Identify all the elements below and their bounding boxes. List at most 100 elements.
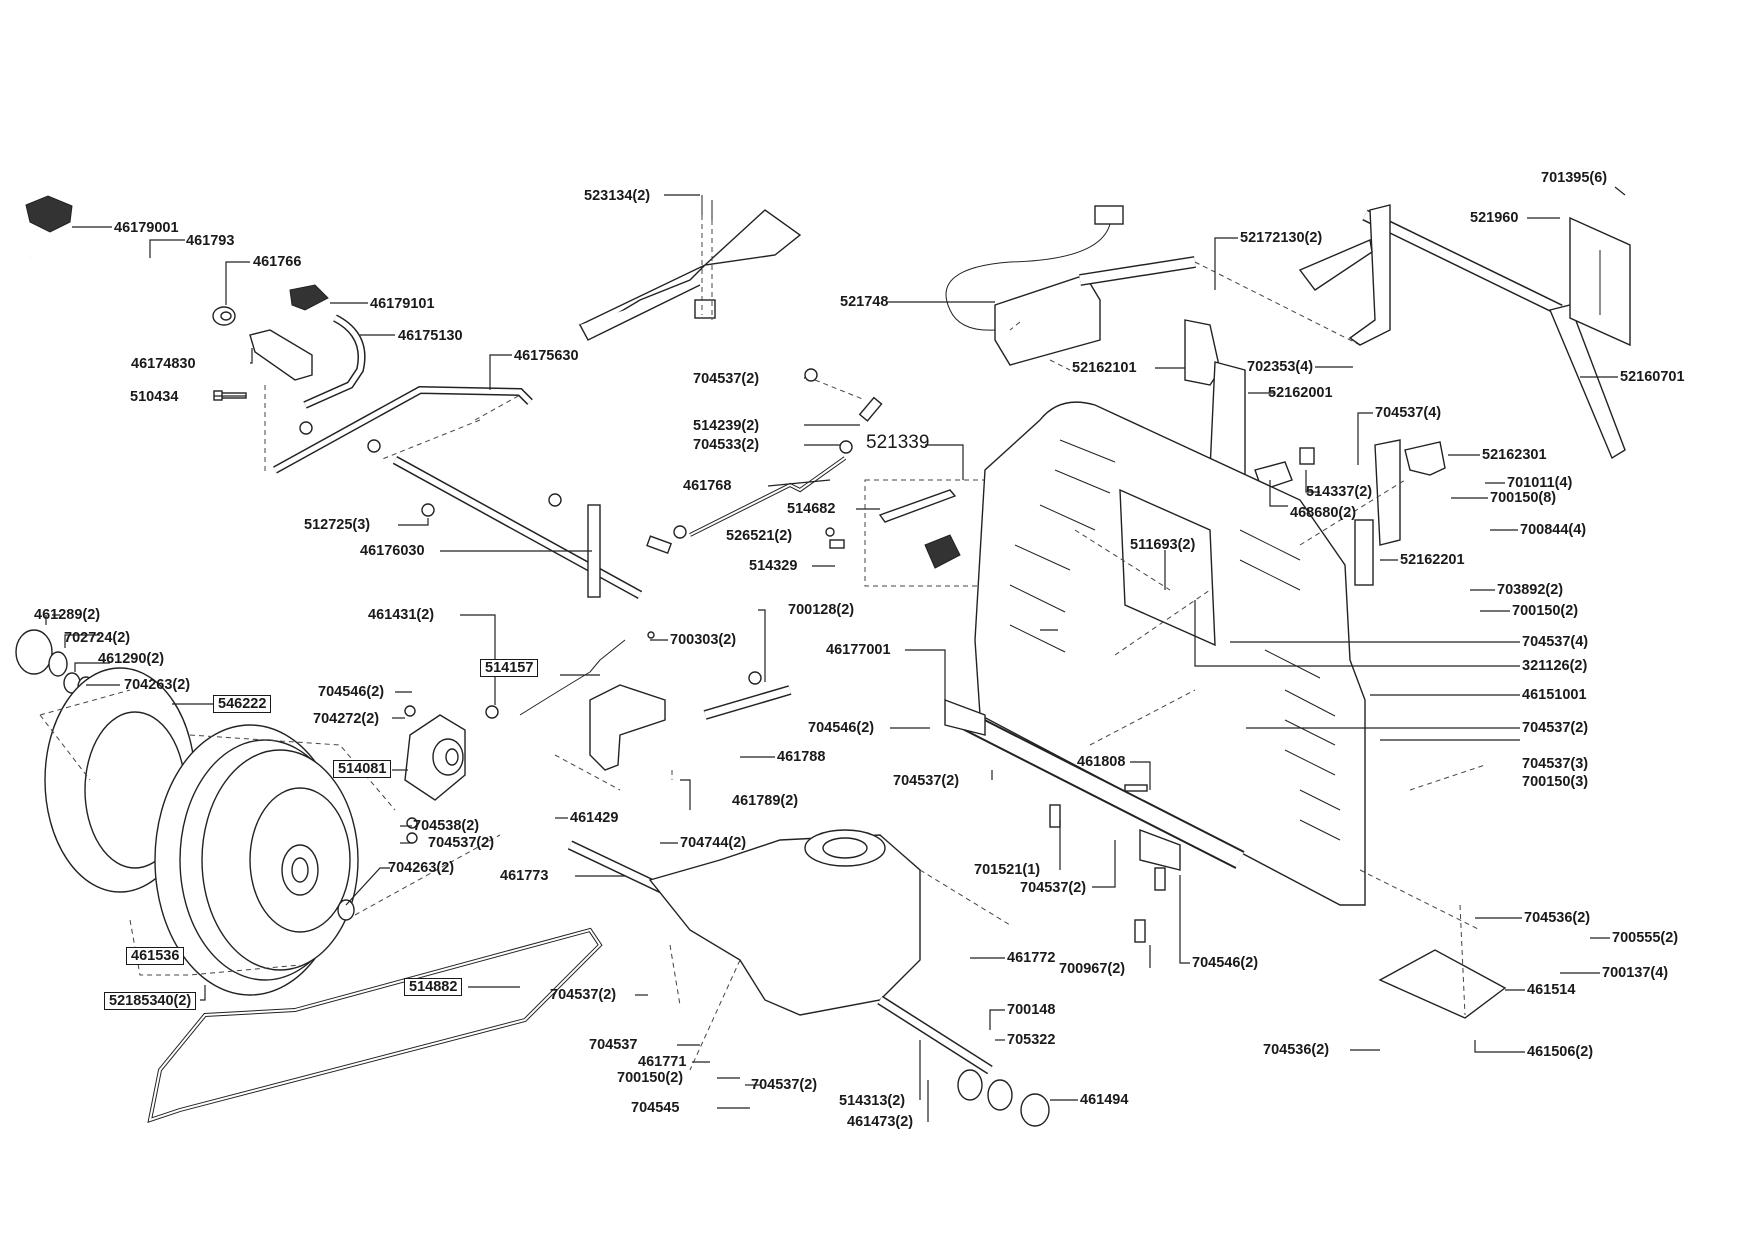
part-label-461514: 461514 (1527, 982, 1576, 998)
part-label-704537-linkage: 704537(2) (693, 371, 760, 387)
part-label-461808: 461808 (1077, 754, 1126, 770)
part-label-46176030: 46176030 (360, 543, 425, 559)
drive-pedal-pad-icon (289, 284, 329, 311)
part-label-461536: 461536 (126, 947, 185, 965)
part-label-704536-bottom: 704536(2) (1263, 1042, 1330, 1058)
part-label-461793: 461793 (186, 233, 235, 249)
nut-icon (548, 368, 853, 539)
bolt-icon (1049, 784, 1166, 943)
part-label-701011: 701011(4) (1507, 475, 1573, 491)
cable-icon (519, 639, 626, 716)
part-label-510434: 510434 (130, 389, 179, 405)
part-label-461789: 461789(2) (732, 793, 799, 809)
part-label-705322: 705322 (1007, 1032, 1056, 1048)
part-label-704545: 704545 (631, 1100, 680, 1116)
pedal-bracket (249, 329, 313, 381)
part-label-521748: 521748 (840, 294, 889, 310)
part-label-514682: 514682 (787, 501, 836, 517)
fender-panel (974, 401, 1366, 906)
part-label-704744: 704744(2) (680, 835, 747, 851)
part-label-704537-3: 704537(3) (1522, 756, 1589, 772)
fender-slots (1009, 439, 1341, 841)
drive-belt-icon (147, 927, 603, 1123)
part-label-514081: 514081 (333, 760, 392, 778)
seat-switch-connector-icon (1094, 205, 1124, 225)
part-label-704546-bearing: 704546(2) (318, 684, 385, 700)
part-label-702353: 702353(4) (1247, 359, 1314, 375)
part-label-514313: 514313(2) (839, 1093, 906, 1109)
part-label-700148: 700148 (1007, 1002, 1056, 1018)
part-label-704537-lower: 704537(2) (751, 1077, 818, 1093)
part-label-461494: 461494 (1080, 1092, 1129, 1108)
part-label-701521: 701521(1) (974, 862, 1041, 878)
part-label-514337: 514337(2) (1306, 484, 1373, 500)
part-label-461771: 461771 (638, 1054, 687, 1070)
part-label-461768: 461768 (683, 478, 732, 494)
part-label-700128: 700128(2) (788, 602, 855, 618)
part-label-52162001: 52162001 (1268, 385, 1333, 401)
part-label-704533: 704533(2) (693, 437, 760, 453)
part-label-700555: 700555(2) (1612, 930, 1679, 946)
part-label-511693: 511693(2) (1130, 537, 1196, 553)
screw-icon (701, 195, 713, 220)
seat-frame (1298, 204, 1626, 460)
pedal-shaft (392, 456, 643, 599)
part-label-46177001: 46177001 (826, 642, 891, 658)
part-label-704263-axle: 704263(2) (388, 860, 455, 876)
part-label-704537-bracket: 704537(4) (1375, 405, 1442, 421)
part-label-704272: 704272(2) (313, 711, 380, 727)
part-label-700150-3: 700150(3) (1522, 774, 1589, 790)
bushing-icon (212, 306, 236, 326)
part-label-704537-frame: 704537(2) (1020, 880, 1087, 896)
part-label-461431: 461431(2) (368, 607, 435, 623)
part-label-704546-axle: 704546(2) (808, 720, 875, 736)
part-label-46175630: 46175630 (514, 348, 579, 364)
part-label-52185340: 52185340(2) (104, 992, 197, 1010)
part-label-461429: 461429 (570, 810, 619, 826)
kit-label-521339: 521339 (866, 432, 930, 453)
transaxle-icon (567, 829, 993, 1075)
part-label-704537-single: 704537 (589, 1037, 638, 1053)
part-label-468680: 468680(2) (1290, 505, 1357, 521)
part-label-52172130: 52172130(2) (1240, 230, 1323, 246)
part-label-461766: 461766 (253, 254, 302, 270)
brake-pedal-arm (17, 256, 201, 303)
part-label-704537-bearing: 704537(2) (428, 835, 495, 851)
part-label-702724: 702724(2) (64, 630, 131, 646)
part-label-461772: 461772 (1007, 950, 1056, 966)
shift-rod (689, 456, 847, 537)
part-label-512725: 512725(3) (304, 517, 371, 533)
hitch-plate (1378, 949, 1507, 1019)
ball-joint-icon (646, 396, 883, 555)
mounting-plate (1569, 216, 1631, 347)
part-label-704537-4: 704537(4) (1522, 634, 1589, 650)
shift-knob-icon (924, 534, 961, 569)
part-label-46151001: 46151001 (1522, 687, 1587, 703)
part-label-704537-fender: 704537(2) (1522, 720, 1589, 736)
part-label-514329: 514329 (749, 558, 798, 574)
part-label-546222: 546222 (213, 695, 272, 713)
part-label-461788: 461788 (777, 749, 826, 765)
part-label-704537-transaxle: 704537(2) (550, 987, 617, 1003)
shift-plate (578, 209, 802, 341)
part-label-461473: 461473(2) (847, 1114, 914, 1130)
part-label-523134: 523134(2) (584, 188, 651, 204)
shift-handle-icon (878, 489, 957, 523)
part-label-704537-axle: 704537(2) (893, 773, 960, 789)
part-label-46179101: 46179101 (370, 296, 435, 312)
drive-pedal-arm (303, 314, 366, 409)
part-label-700150-8: 700150(8) (1490, 490, 1557, 506)
part-label-321126: 321126(2) (1522, 658, 1588, 674)
part-label-46175130: 46175130 (398, 328, 463, 344)
pedal-crossbar (273, 385, 533, 474)
pillow-block-bearing-icon (404, 714, 466, 801)
part-label-526521: 526521(2) (726, 528, 793, 544)
part-label-703892: 703892(2) (1497, 582, 1564, 598)
part-label-521960: 521960 (1470, 210, 1519, 226)
nut-icon (485, 631, 762, 719)
part-label-461506: 461506(2) (1527, 1044, 1594, 1060)
part-label-700967: 700967(2) (1059, 961, 1126, 977)
